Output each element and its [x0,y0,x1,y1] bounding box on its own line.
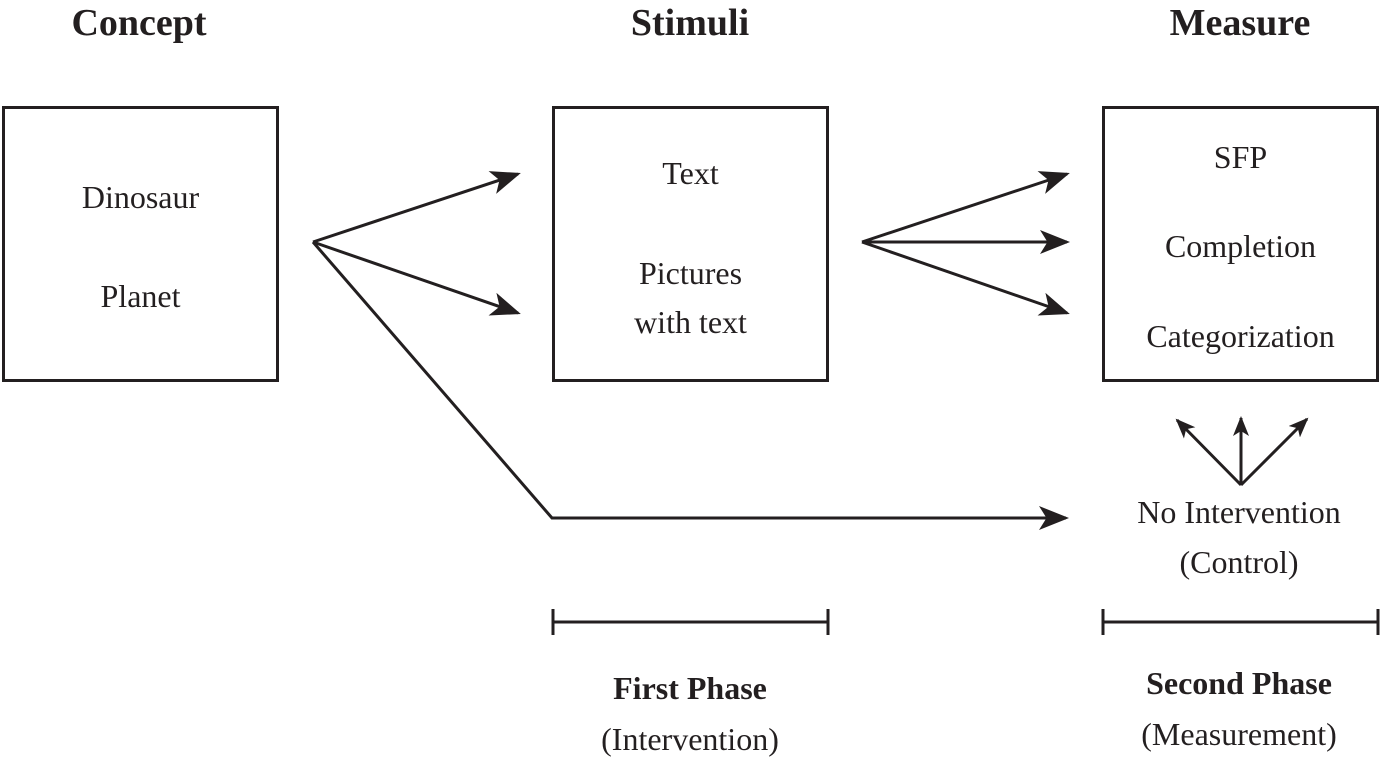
arrow-stimuli-to-sfp [861,171,1070,244]
stimuli-box: Text Pictures with text [552,106,829,382]
header-concept: Concept [71,2,207,44]
header-measure: Measure [1169,2,1311,44]
measure-item-categorization: Categorization [1146,318,1335,354]
measure-item-sfp: SFP [1213,139,1268,175]
arrow-concept-to-text [312,171,521,244]
concept-item-planet: Planet [100,278,181,314]
measure-box: SFP Completion Categorization [1102,106,1379,382]
stimuli-item-pictures: Pictures [638,255,743,291]
arrow-stimuli-to-categorization [861,240,1070,316]
concept-box: Dinosaur Planet [2,106,279,382]
control-label-line1: No Intervention [1137,494,1341,530]
first-phase-bracket [551,609,830,635]
second-phase-subtitle: (Measurement) [1141,716,1337,752]
header-stimuli: Stimuli [630,2,750,44]
stimuli-item-with-text: with text [634,304,747,340]
first-phase-title: First Phase [613,670,767,706]
measure-item-completion: Completion [1164,228,1317,264]
concept-item-dinosaur: Dinosaur [81,179,200,215]
arrow-concept-to-control [311,241,1069,530]
first-phase-subtitle: (Intervention) [601,721,779,757]
second-phase-title: Second Phase [1146,665,1332,701]
second-phase-bracket [1101,609,1380,635]
stimuli-item-text: Text [662,155,719,191]
control-label-line2: (Control) [1179,544,1299,580]
arrow-control-to-measure-left [1175,418,1243,487]
arrow-concept-to-pictures [312,240,521,316]
arrow-control-to-measure-right [1239,417,1309,487]
